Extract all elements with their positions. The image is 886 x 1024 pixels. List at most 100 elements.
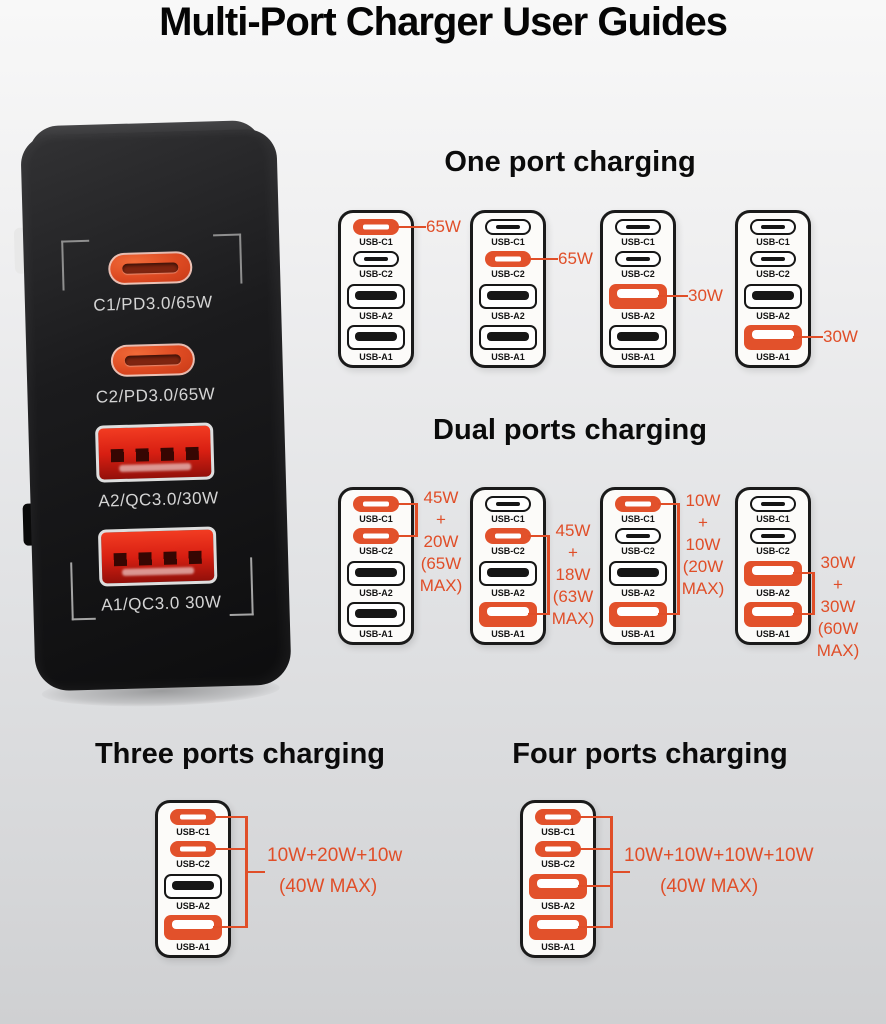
wattage-line: 18W <box>555 565 591 584</box>
wattage-line: + <box>698 513 708 532</box>
connector-line <box>578 847 612 851</box>
heading-three-ports-charging: Three ports charging <box>94 738 386 770</box>
usb-a-port-icon-active <box>744 602 802 627</box>
wattage-line: 20W <box>423 532 459 551</box>
usb-c-slot <box>545 846 571 852</box>
usb-a-port-icon-active <box>529 874 587 899</box>
usb-c-port-icon <box>615 528 661 544</box>
usb-c-port-icon <box>750 251 796 267</box>
wattage-line: MAX) <box>419 576 463 595</box>
usb-c-port-icon <box>615 251 661 267</box>
connector-line <box>528 257 558 261</box>
usb-c-slot <box>761 225 785 229</box>
port-name-label: USB-C2 <box>541 859 575 869</box>
usb-c-slot <box>626 225 650 229</box>
wattage-line: (65W <box>420 554 462 573</box>
charger-port-label: C1/PD3.0/65W <box>93 292 213 315</box>
usb-c-slot <box>626 534 650 538</box>
port-name-label: USB-A1 <box>491 352 525 362</box>
connector-line <box>528 534 549 538</box>
connector-line <box>578 884 612 888</box>
usb-a-port-icon <box>479 284 537 309</box>
usb-a-port-icon <box>744 284 802 309</box>
connector-line <box>677 502 680 616</box>
usb-a-port-icon-active <box>529 915 587 940</box>
usb-c-slot <box>364 257 388 261</box>
port-name-label: USB-A1 <box>541 942 575 952</box>
usb-c-port-icon-active <box>353 528 399 544</box>
usb-a-pin-bar <box>487 568 529 577</box>
charger-port-row: USB-A1 <box>347 602 405 640</box>
charger-port-row: USB-A1 <box>609 325 667 363</box>
charger-port-row: USB-A2 <box>529 874 587 912</box>
wattage-line: MAX) <box>551 609 595 628</box>
usb-c-port-icon <box>750 219 796 235</box>
charger-port-row: USB-A2 <box>479 561 537 599</box>
usb-c-port-icon <box>485 219 531 235</box>
usb-a-port-icon-active <box>609 602 667 627</box>
usb-a-pin-bar <box>617 289 659 298</box>
usb-c-slot <box>495 533 521 539</box>
charger-port-row: USB-C2 <box>750 528 796 557</box>
focus-corner-mark <box>213 233 243 285</box>
port-name-label: USB-A2 <box>491 588 525 598</box>
port-name-label: USB-A1 <box>491 629 525 639</box>
usb-a-port-icon <box>347 602 405 627</box>
connector-line <box>396 225 426 229</box>
wattage-line: + <box>833 575 843 594</box>
usb-a-pin-bar <box>172 881 214 890</box>
charger-port-row: USB-C2 <box>170 841 216 870</box>
port-name-label: USB-A2 <box>176 901 210 911</box>
charger-side-button <box>13 227 32 274</box>
usb-c-slot <box>626 257 650 261</box>
usb-a-port-icon-active <box>164 915 222 940</box>
charger-port-row: USB-C2 <box>615 251 661 280</box>
usb-c-slot <box>625 501 651 507</box>
charger-port-row: USB-C2 <box>615 528 661 557</box>
usb-c-port-icon <box>353 251 399 267</box>
connector-line <box>213 925 247 929</box>
charger-port-row: USB-C1 <box>485 219 531 248</box>
charger-port-row: USB-C1 <box>750 219 796 248</box>
usb-c-slot <box>496 502 520 506</box>
usb-c-port-icon <box>485 496 531 512</box>
charger-port-row: USB-A1 <box>744 325 802 363</box>
usb-a-pin-bar <box>617 607 659 616</box>
connector-line <box>658 294 688 298</box>
port-name-label: USB-A2 <box>756 588 790 598</box>
wattage-line: 45W <box>423 488 459 507</box>
usb-a-pin-bar <box>355 568 397 577</box>
port-name-label: USB-C1 <box>491 237 525 247</box>
charger-port-row: USB-C1 <box>750 496 796 525</box>
usb-c-port-icon-active <box>353 496 399 512</box>
usb-c-port-icon <box>750 528 796 544</box>
usb-a-port-icon <box>347 561 405 586</box>
wattage-line: (63W <box>552 587 594 606</box>
connector-line <box>658 612 679 616</box>
usb-c-port-icon-active <box>170 809 216 825</box>
usb-a-pin-bar <box>487 332 529 341</box>
charger-port-row: USB-C2 <box>485 251 531 280</box>
usb-a-pin-bar <box>617 332 659 341</box>
usb-a-port-icon <box>347 325 405 350</box>
connector-line <box>793 571 814 575</box>
usb-c-port-icon <box>750 496 796 512</box>
usb-a-pin-bar <box>752 607 794 616</box>
charger-port-row: USB-C1 <box>615 496 661 525</box>
charger-port-row: USB-C1 <box>353 219 399 248</box>
wattage-line: 30W <box>820 597 856 616</box>
port-name-label: USB-C1 <box>756 237 790 247</box>
port-name-label: USB-C1 <box>491 514 525 524</box>
charger-port-row: USB-C2 <box>535 841 581 870</box>
charger-port-row: USB-A2 <box>479 284 537 322</box>
usb-c-slot <box>496 225 520 229</box>
port-name-label: USB-A1 <box>621 352 655 362</box>
heading-four-ports-charging: Four ports charging <box>512 738 788 770</box>
